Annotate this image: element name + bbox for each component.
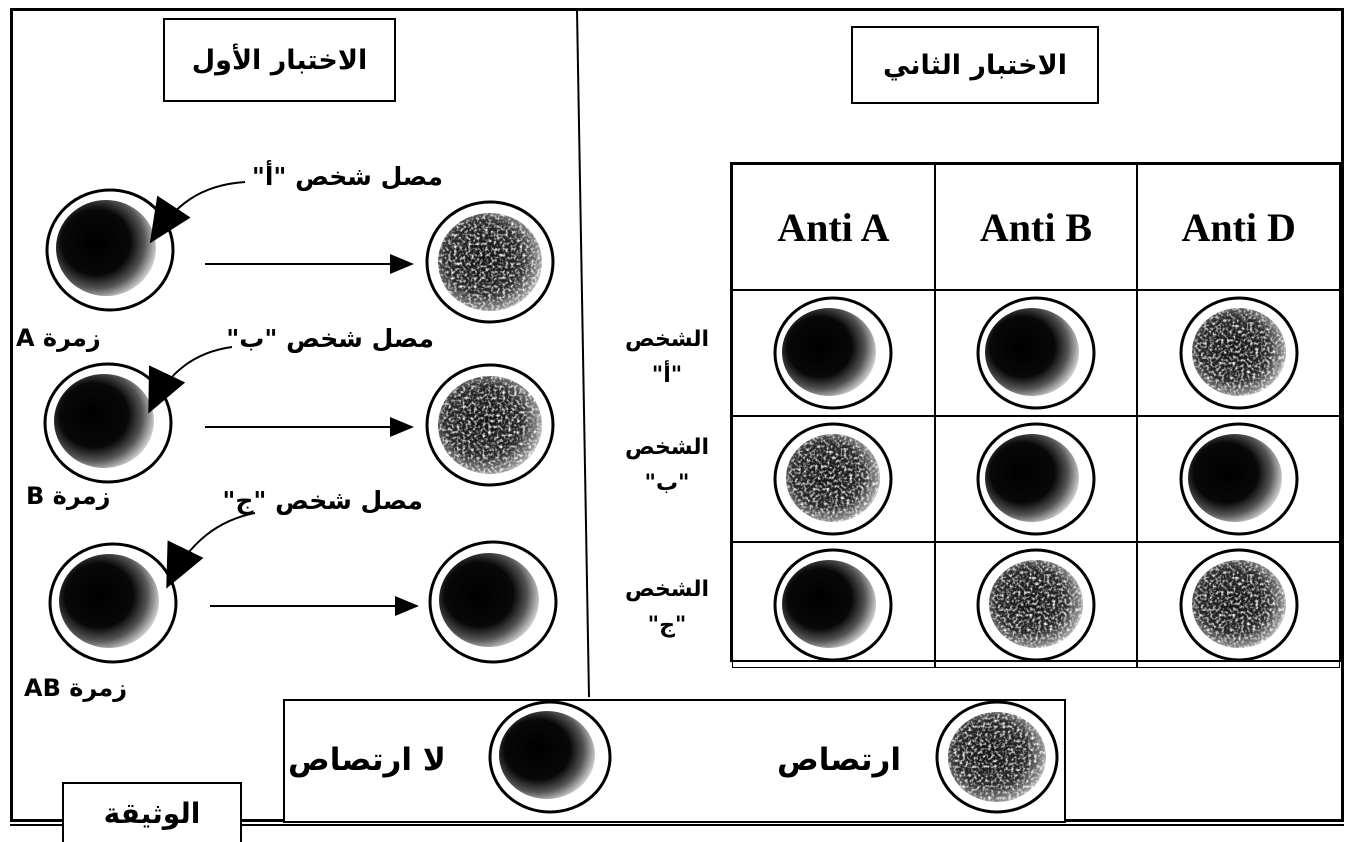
- result-cell: [732, 416, 935, 542]
- rbc-group-ab-after: [428, 540, 558, 664]
- result-cell: [934, 542, 1138, 668]
- agglutinated-rbc-icon: [976, 548, 1096, 662]
- result-cell: [732, 542, 935, 668]
- rbc-group-b-after: [425, 363, 555, 487]
- legend-label-no-agglutination: لا ارتصاص: [288, 742, 446, 778]
- test2-title: الاختبار الثاني: [883, 49, 1067, 81]
- column-header-anti-d: Anti D: [1137, 164, 1340, 290]
- serum-arrow-ab: [166, 512, 256, 589]
- serum-label-c: مصل شخص "ج": [222, 486, 423, 515]
- rbc-group-a-after: [425, 200, 555, 324]
- rbc-group-a-before: [45, 188, 175, 312]
- rbc-icon: [1179, 422, 1299, 536]
- test2-table: Anti A Anti B Anti D: [730, 162, 1342, 668]
- column-header-anti-a: Anti A: [732, 164, 935, 290]
- group-label-a: زمرة A: [16, 324, 101, 352]
- rbc-icon: [976, 296, 1096, 410]
- rbc-group-ab-before: [48, 542, 178, 664]
- test1-title: الاختبار الأول: [191, 44, 368, 76]
- person-label-c: الشخص"ج": [624, 577, 710, 638]
- serum-label-b: مصل شخص "ب": [226, 324, 434, 353]
- serum-arrow-a: [149, 181, 246, 244]
- result-cell: [934, 290, 1138, 416]
- serum-label-a: مصل شخص "أ": [251, 162, 443, 191]
- person-label-a: الشخص"أ": [624, 327, 710, 388]
- result-cell: [934, 416, 1138, 542]
- agglutinated-rbc-icon: [1179, 548, 1299, 662]
- serum-arrow-b: [148, 346, 233, 414]
- document-label-box: الوثيقة: [62, 782, 242, 842]
- rbc-icon: [773, 548, 893, 662]
- document-label: الوثيقة: [103, 796, 201, 830]
- agglutinated-rbc-icon: [1179, 296, 1299, 410]
- rbc-icon: [773, 296, 893, 410]
- test2-title-box: الاختبار الثاني: [851, 26, 1099, 104]
- rbc-group-b-before: [43, 362, 173, 484]
- group-label-b: زمرة B: [26, 482, 111, 510]
- result-cell: [1137, 416, 1340, 542]
- legend-label-agglutination: ارتصاص: [777, 742, 901, 778]
- legend-no-agglutination-icon: [488, 700, 612, 814]
- agglutinated-rbc-icon: [773, 422, 893, 536]
- result-cell: [732, 290, 935, 416]
- result-cell: [1137, 290, 1340, 416]
- rbc-icon: [976, 422, 1096, 536]
- person-label-b: الشخص"ب": [624, 435, 710, 496]
- group-label-ab: زمرة AB: [24, 674, 128, 702]
- legend-agglutination-icon: [935, 700, 1059, 814]
- legend-box: [283, 699, 1066, 823]
- result-cell: [1137, 542, 1340, 668]
- column-header-anti-b: Anti B: [934, 164, 1138, 290]
- test1-title-box: الاختبار الأول: [163, 18, 396, 102]
